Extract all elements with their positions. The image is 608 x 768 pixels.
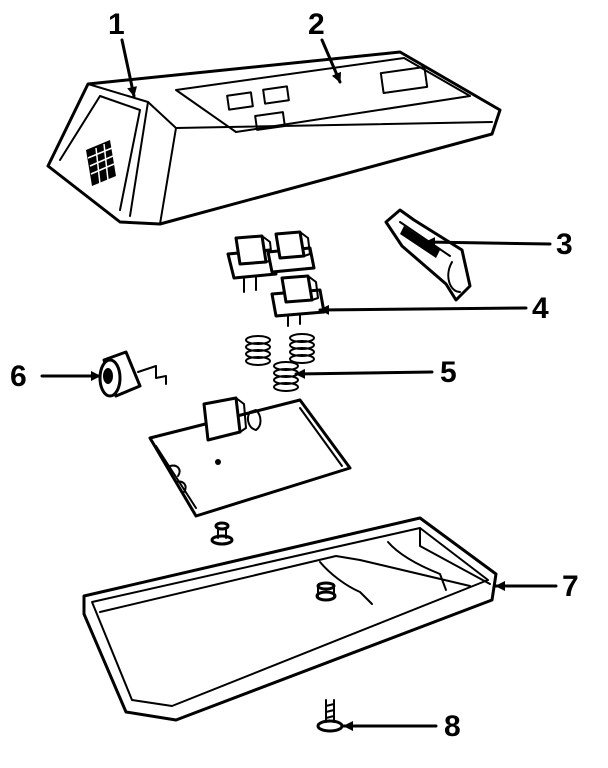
knob-part [98, 350, 167, 398]
top-cover-part [46, 50, 502, 226]
leader-lines [40, 38, 558, 731]
board-screw [210, 521, 234, 546]
clip-part [384, 208, 472, 302]
callout-7: 7 [562, 570, 579, 603]
callout-6: 6 [10, 360, 27, 393]
springs-part [245, 333, 315, 392]
callout-2: 2 [308, 8, 325, 41]
switch-part [226, 230, 326, 327]
callout-8: 8 [444, 710, 461, 743]
bottom-housing-part [82, 516, 498, 722]
pc-board [148, 396, 352, 518]
callout-3: 3 [556, 228, 573, 261]
callout-1: 1 [108, 8, 125, 41]
callout-5: 5 [440, 356, 457, 389]
screw-part [316, 699, 344, 733]
callout-4: 4 [532, 292, 549, 325]
